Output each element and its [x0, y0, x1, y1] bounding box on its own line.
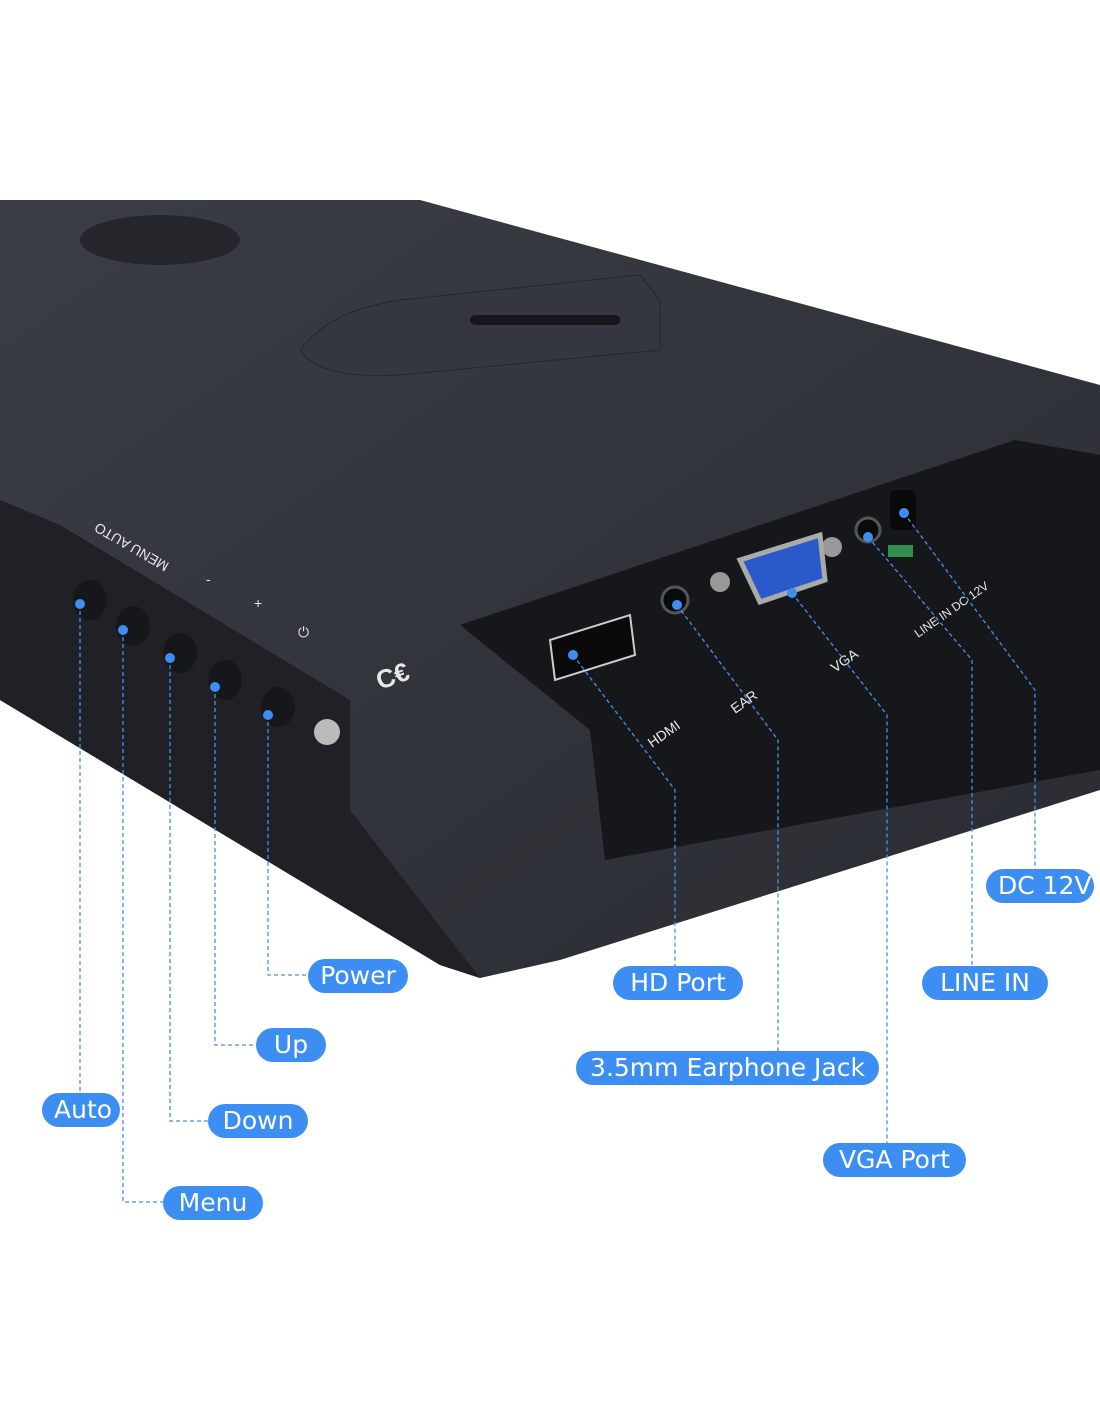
- power-led: [314, 719, 340, 745]
- leader-down: [169, 658, 208, 1122]
- leader-lines: [79, 512, 1036, 1203]
- leader-hd: [572, 654, 676, 966]
- slot: [470, 315, 620, 325]
- label-up: Up: [256, 1028, 326, 1062]
- leader-up: [214, 687, 256, 1046]
- label-vga-port: VGA Port: [823, 1143, 966, 1177]
- hdmi-port: [548, 613, 637, 682]
- leader-power: [267, 715, 308, 976]
- leader-line-in: [867, 536, 973, 966]
- vga-screw: [710, 572, 730, 592]
- port-recess: [460, 440, 1100, 860]
- power-button[interactable]: [261, 687, 295, 727]
- mount-plate: [299, 274, 661, 377]
- label-line-in: LINE IN: [922, 966, 1048, 1000]
- auto-button[interactable]: [73, 580, 107, 620]
- button-group: [73, 580, 295, 727]
- label-dc-12v: DC 12V: [986, 869, 1094, 903]
- label-menu: Menu: [163, 1186, 263, 1220]
- marking-minus: -: [206, 571, 211, 587]
- menu-button[interactable]: [116, 606, 150, 646]
- leader-vga: [791, 592, 888, 1143]
- label-down: Down: [208, 1104, 308, 1138]
- marker-dots: [75, 508, 909, 720]
- leader-menu: [122, 630, 163, 1203]
- label-earphone-jack: 3.5mm Earphone Jack: [576, 1051, 879, 1085]
- leader-dc: [903, 512, 1036, 869]
- leader-ear: [676, 604, 779, 1051]
- down-button[interactable]: [163, 633, 197, 673]
- speaker-grille: [80, 215, 240, 265]
- label-power: Power: [308, 959, 408, 993]
- green-connector: [888, 545, 913, 557]
- power-symbol-icon: ⏻: [298, 624, 309, 640]
- vga-screw: [822, 537, 842, 557]
- marking-plus: +: [254, 595, 262, 611]
- vga-port: [736, 531, 828, 606]
- label-hd-port: HD Port: [613, 966, 743, 1000]
- up-button[interactable]: [208, 660, 242, 700]
- label-auto: Auto: [42, 1093, 120, 1127]
